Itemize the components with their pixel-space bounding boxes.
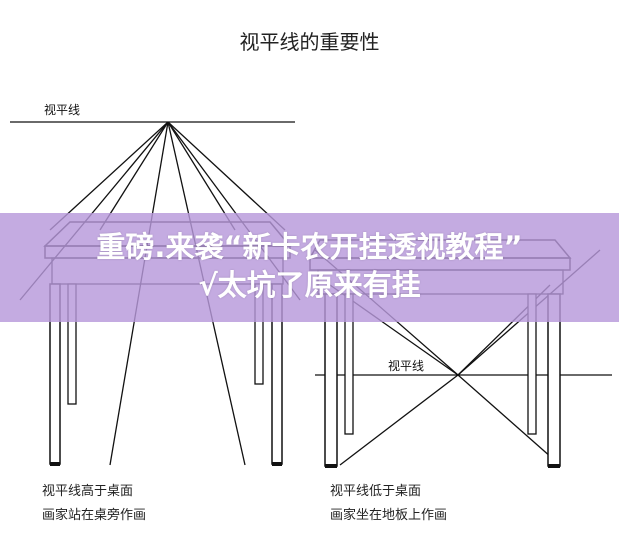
left-caption: 视平线高于桌面 画家站在桌旁作画 — [42, 480, 146, 528]
right-caption-line2: 画家坐在地板上作画 — [330, 508, 448, 523]
banner-line1: 重磅.来袭“新卡农开挂透视教程” — [96, 230, 523, 264]
right-horizon-label: 视平线 — [388, 357, 425, 374]
left-caption-line2: 画家站在桌旁作画 — [42, 508, 147, 523]
promo-banner — [0, 213, 619, 322]
right-caption: 视平线低于桌面 画家坐在地板上作画 — [330, 480, 447, 528]
left-caption-line1: 视平线高于桌面 — [42, 484, 134, 499]
page-title: 视平线的重要性 — [239, 30, 380, 54]
left-horizon-label: 视平线 — [44, 103, 81, 117]
banner-line2: √太坑了原来有挂 — [198, 268, 421, 302]
right-caption-line1: 视平线低于桌面 — [330, 484, 422, 499]
promo-banner-text: 重磅.来袭“新卡农开挂透视教程” √太坑了原来有挂 — [0, 228, 619, 304]
